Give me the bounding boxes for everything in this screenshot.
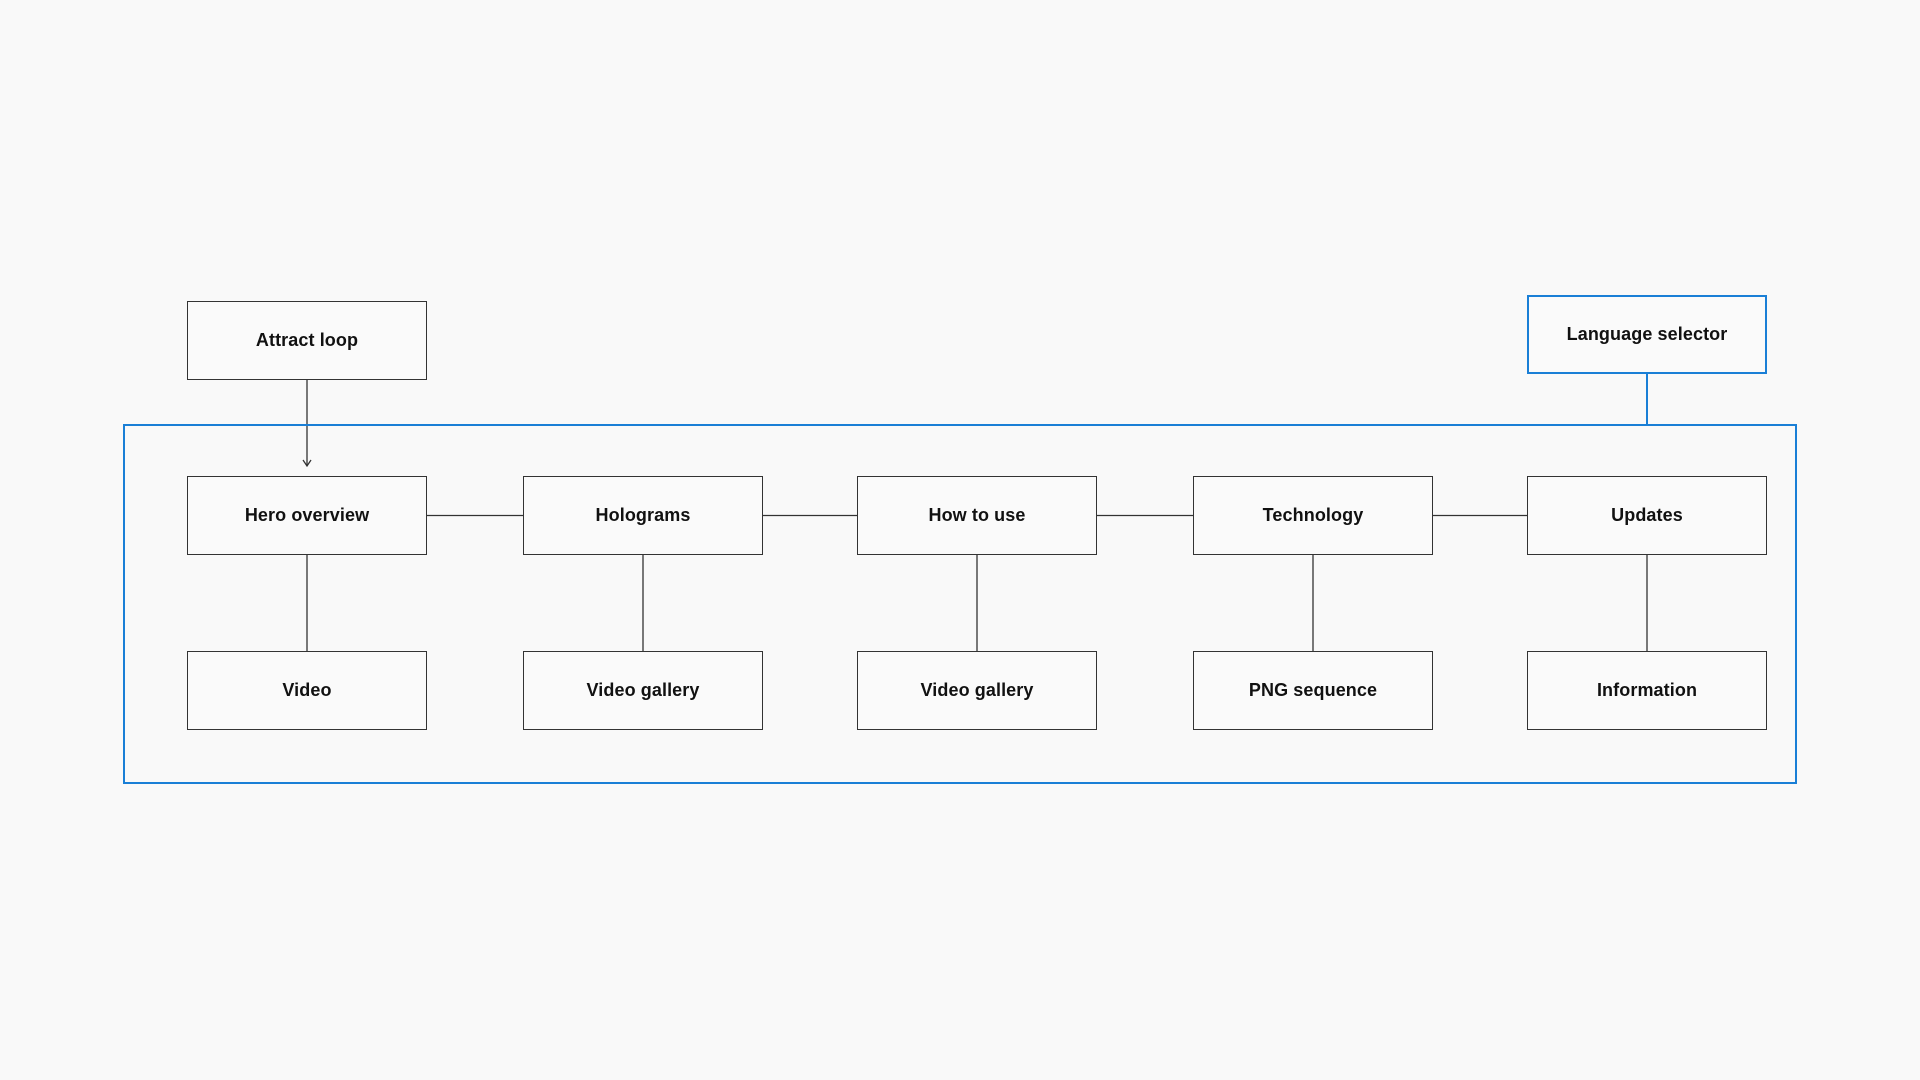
language-selector-label: Language selector (1566, 324, 1728, 344)
section-node-how-to-use: How to use (857, 476, 1097, 555)
section-label: How to use (928, 505, 1026, 525)
main-navigation-group-frame (123, 424, 1797, 784)
attract-loop-node: Attract loop (187, 301, 427, 380)
child-label: PNG sequence (1248, 680, 1378, 700)
language-selector-node: Language selector (1527, 295, 1767, 374)
section-label: Technology (1262, 505, 1364, 525)
child-label: Video (282, 680, 332, 700)
section-label: Hero overview (244, 505, 370, 525)
arrowhead-icon (302, 459, 312, 468)
section-node-holograms: Holograms (523, 476, 763, 555)
child-node-video-gallery-how-to-use: Video gallery (857, 651, 1097, 730)
section-label: Holograms (595, 505, 691, 525)
child-node-png-sequence: PNG sequence (1193, 651, 1433, 730)
section-label: Updates (1611, 505, 1683, 525)
child-label: Video gallery (920, 680, 1034, 700)
child-label: Information (1596, 680, 1698, 700)
section-node-technology: Technology (1193, 476, 1433, 555)
child-node-video-gallery-holograms: Video gallery (523, 651, 763, 730)
section-node-hero-overview: Hero overview (187, 476, 427, 555)
section-node-updates: Updates (1527, 476, 1767, 555)
child-label: Video gallery (586, 680, 700, 700)
child-node-video: Video (187, 651, 427, 730)
child-node-information: Information (1527, 651, 1767, 730)
attract-loop-label: Attract loop (255, 330, 359, 350)
